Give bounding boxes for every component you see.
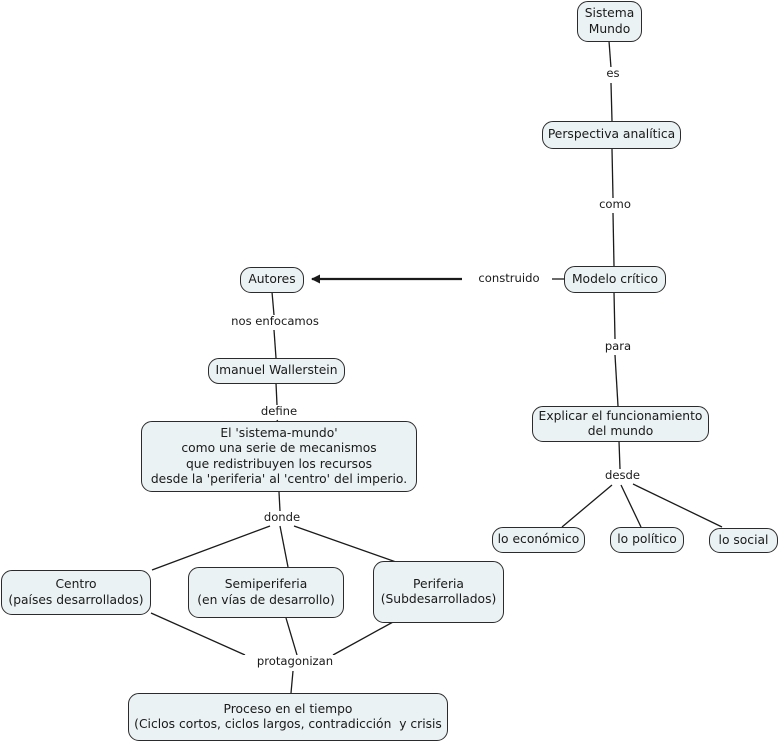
- node-autores[interactable]: Autores: [240, 267, 304, 293]
- node-lo-politico[interactable]: lo político: [610, 527, 684, 553]
- link-label-desde: desde: [598, 469, 647, 482]
- node-sistema-mundo[interactable]: Sistema Mundo: [577, 1, 642, 42]
- edge-donde-semiperiferia: [279, 525, 289, 568]
- edge-desde-politico: [620, 484, 642, 528]
- edge-semiperiferia-protagonizan: [285, 617, 298, 656]
- edge-sistema-es: [608, 40, 612, 69]
- edge-nosenfocamos-wallerstein: [273, 329, 277, 359]
- edge-como-modelo: [612, 212, 615, 267]
- node-periferia[interactable]: Periferia (Subdesarrollados): [373, 561, 504, 623]
- node-perspectiva-analitica[interactable]: Perspectiva analítica: [542, 121, 681, 149]
- link-label-como: como: [592, 198, 638, 211]
- node-imanuel-wallerstein[interactable]: Imanuel Wallerstein: [208, 358, 345, 384]
- link-label-construido: construido: [466, 272, 552, 285]
- edge-centro-protagonizan: [150, 612, 246, 656]
- node-lo-social[interactable]: lo social: [709, 528, 778, 553]
- edge-desde-economico: [561, 484, 613, 528]
- edge-periferia-protagonizan: [332, 621, 394, 656]
- edge-explicar-desde: [618, 440, 621, 470]
- link-label-es: es: [598, 67, 628, 80]
- node-definicion-sistema-mundo[interactable]: El 'sistema-mundo' como una serie de mec…: [141, 421, 417, 492]
- edge-protagonizan-proceso: [290, 670, 294, 694]
- edge-desde-social: [632, 483, 723, 528]
- edge-es-perspectiva: [610, 82, 613, 122]
- edge-perspectiva-como: [611, 148, 614, 199]
- edge-para-explicar: [614, 354, 619, 407]
- link-label-nos-enfocamos: nos enfocamos: [224, 315, 326, 328]
- node-semiperiferia[interactable]: Semiperiferia (en vías de desarrollo): [188, 567, 344, 618]
- edge-modelo-para: [613, 291, 616, 340]
- edge-definicion-donde: [278, 491, 281, 512]
- node-explicar-funcionamiento[interactable]: Explicar el funcionamiento del mundo: [532, 406, 709, 442]
- node-modelo-critico[interactable]: Modelo crítico: [564, 266, 666, 293]
- edge-wallerstein-define: [275, 382, 278, 406]
- link-label-donde: donde: [257, 511, 307, 524]
- edge-autores-nosenfocamos: [271, 291, 275, 316]
- link-label-para: para: [598, 340, 638, 353]
- node-lo-economico[interactable]: lo económico: [492, 527, 585, 553]
- node-proceso-en-el-tiempo[interactable]: Proceso en el tiempo (Ciclos cortos, cic…: [128, 693, 448, 741]
- link-label-define: define: [254, 405, 304, 418]
- link-label-protagonizan: protagonizan: [243, 655, 347, 668]
- edge-donde-centro: [151, 525, 271, 571]
- edge-donde-periferia: [293, 525, 397, 563]
- node-centro[interactable]: Centro (países desarrollados): [1, 570, 151, 615]
